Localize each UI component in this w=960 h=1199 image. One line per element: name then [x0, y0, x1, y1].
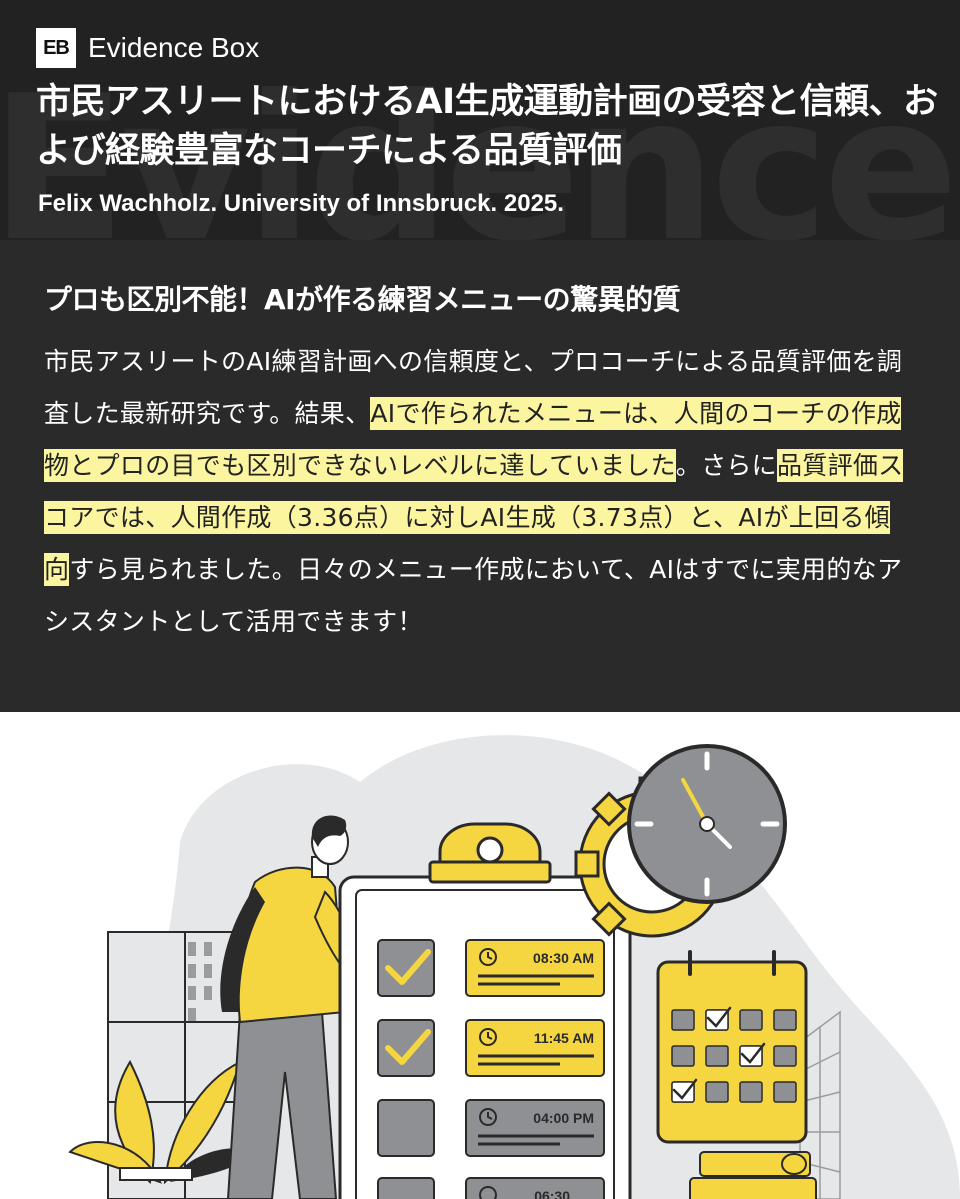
- summary-body: 市民アスリートのAI練習計画への信頼度と、プロコーチによる品質評価を調査した最新…: [44, 336, 910, 648]
- summary-panel: Evidence EB Evidence Box 市民アスリートにおけるAI生成…: [0, 0, 960, 712]
- checkbox-3: [377, 1099, 435, 1157]
- paper-title: 市民アスリートにおけるAI生成運動計画の受容と信頼、および経験豊富なコーチによる…: [36, 82, 938, 171]
- slot-time: 04:00 PM: [533, 1110, 594, 1126]
- slot-time: 06:30: [534, 1188, 570, 1199]
- illustration: 08:30 AM 11:45 AM 04:00 PM 06:30: [0, 712, 960, 1199]
- plant: [68, 1059, 260, 1185]
- watermark-text: Evidence: [0, 53, 959, 241]
- check-icon: [385, 949, 431, 985]
- schedule-slot-1: 08:30 AM: [465, 939, 605, 997]
- summary-text-2: 。さらに: [675, 451, 777, 480]
- schedule-slot-3: 04:00 PM: [465, 1099, 605, 1157]
- brand-logo: EB: [36, 28, 76, 68]
- paper-byline: Felix Wachholz. University of Innsbruck.…: [38, 190, 564, 217]
- clock-icon: [479, 1028, 497, 1046]
- planning-illustration: 08:30 AM 11:45 AM 04:00 PM 06:30: [68, 735, 960, 1199]
- checkbox-4: [377, 1177, 435, 1199]
- checkbox-2: [377, 1019, 435, 1077]
- calendar-icon: [656, 950, 808, 1144]
- brand-name: Evidence Box: [88, 32, 260, 63]
- books-stack: [689, 1151, 817, 1199]
- checkbox-list: [377, 939, 435, 1199]
- schedule-slot-2: 11:45 AM: [465, 1019, 605, 1077]
- wall-clock-icon: [627, 744, 787, 904]
- check-icon: [385, 1029, 431, 1065]
- schedule-slot-4: 06:30: [465, 1177, 605, 1199]
- building-right: [799, 1010, 841, 1199]
- summary-text-1: 市民アスリートのAI練習計画への信頼度と、プロコーチによる品質評価を調査した最新…: [44, 347, 903, 428]
- header-band: Evidence EB Evidence Box 市民アスリートにおけるAI生成…: [0, 0, 960, 240]
- clock-icon: [479, 1186, 497, 1199]
- summary-headline: プロも区別不能！AIが作る練習メニューの驚異的質: [44, 283, 681, 316]
- summary-text-3: すら見られました。日々のメニュー作成において、AIはすでに実用的なアシスタントと…: [44, 555, 903, 636]
- clock-icon: [479, 1108, 497, 1126]
- clock-icon: [479, 948, 497, 966]
- slot-time: 08:30 AM: [533, 950, 594, 966]
- checkbox-1: [377, 939, 435, 997]
- brand: EB Evidence Box: [36, 28, 259, 68]
- slot-time: 11:45 AM: [534, 1030, 594, 1046]
